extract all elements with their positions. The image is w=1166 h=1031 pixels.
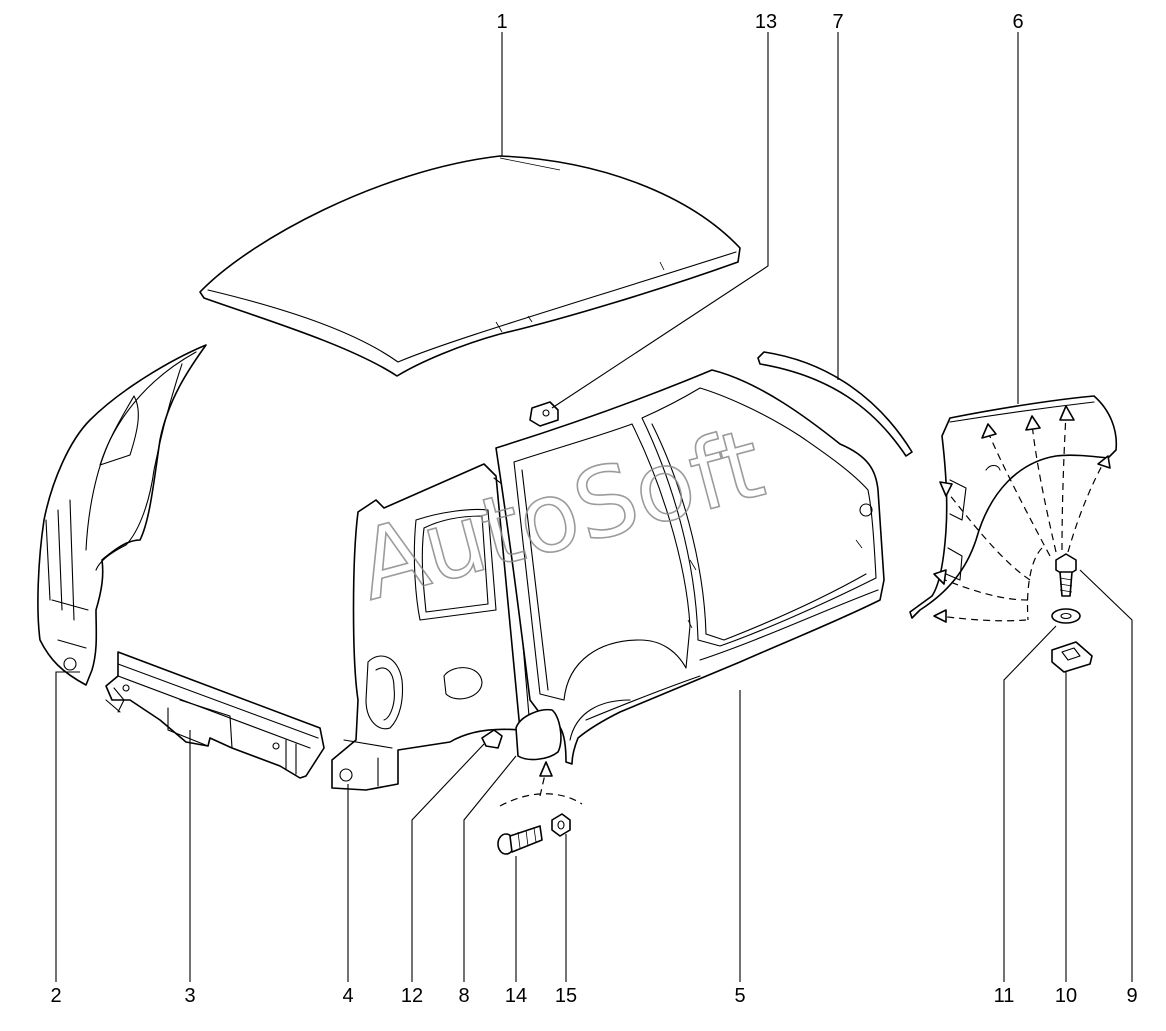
body-side-panel xyxy=(495,369,885,765)
fuel-filler-flap xyxy=(515,708,562,761)
fender-bolt xyxy=(1055,553,1077,597)
callout-10: 10 xyxy=(1055,985,1077,1007)
flap-nut xyxy=(551,813,571,837)
callout-2: 2 xyxy=(50,985,61,1007)
washer xyxy=(1051,608,1081,624)
callout-5: 5 xyxy=(734,985,745,1007)
flap-screw xyxy=(497,825,543,855)
callout-1: 1 xyxy=(496,11,507,33)
roof-bracket xyxy=(529,401,559,427)
fender-fastening-arrows xyxy=(933,405,1111,623)
roof-molding-strip xyxy=(757,351,913,457)
roof-panel xyxy=(199,155,741,377)
callout-7: 7 xyxy=(832,11,843,33)
leader-lines xyxy=(55,32,1133,982)
callout-8: 8 xyxy=(458,985,469,1007)
callout-3: 3 xyxy=(184,985,195,1007)
front-fender xyxy=(909,395,1118,619)
front-pillar-panel xyxy=(37,344,207,686)
rear-quarter-panel xyxy=(331,463,531,791)
cross-member xyxy=(105,651,325,779)
callout-9: 9 xyxy=(1126,985,1137,1007)
callout-12: 12 xyxy=(401,985,423,1007)
clip-part xyxy=(481,729,503,749)
callout-11: 11 xyxy=(994,985,1015,1007)
callout-14: 14 xyxy=(505,985,527,1007)
callout-13: 13 xyxy=(755,11,777,33)
callout-4: 4 xyxy=(342,985,353,1007)
callout-15: 15 xyxy=(555,985,577,1007)
callout-6: 6 xyxy=(1012,11,1023,33)
callout-labels: 1 13 7 6 2 3 4 12 8 14 15 5 11 10 9 xyxy=(50,11,1137,1007)
flap-fastening-arrow xyxy=(499,761,583,807)
clip-nut xyxy=(1051,641,1093,673)
